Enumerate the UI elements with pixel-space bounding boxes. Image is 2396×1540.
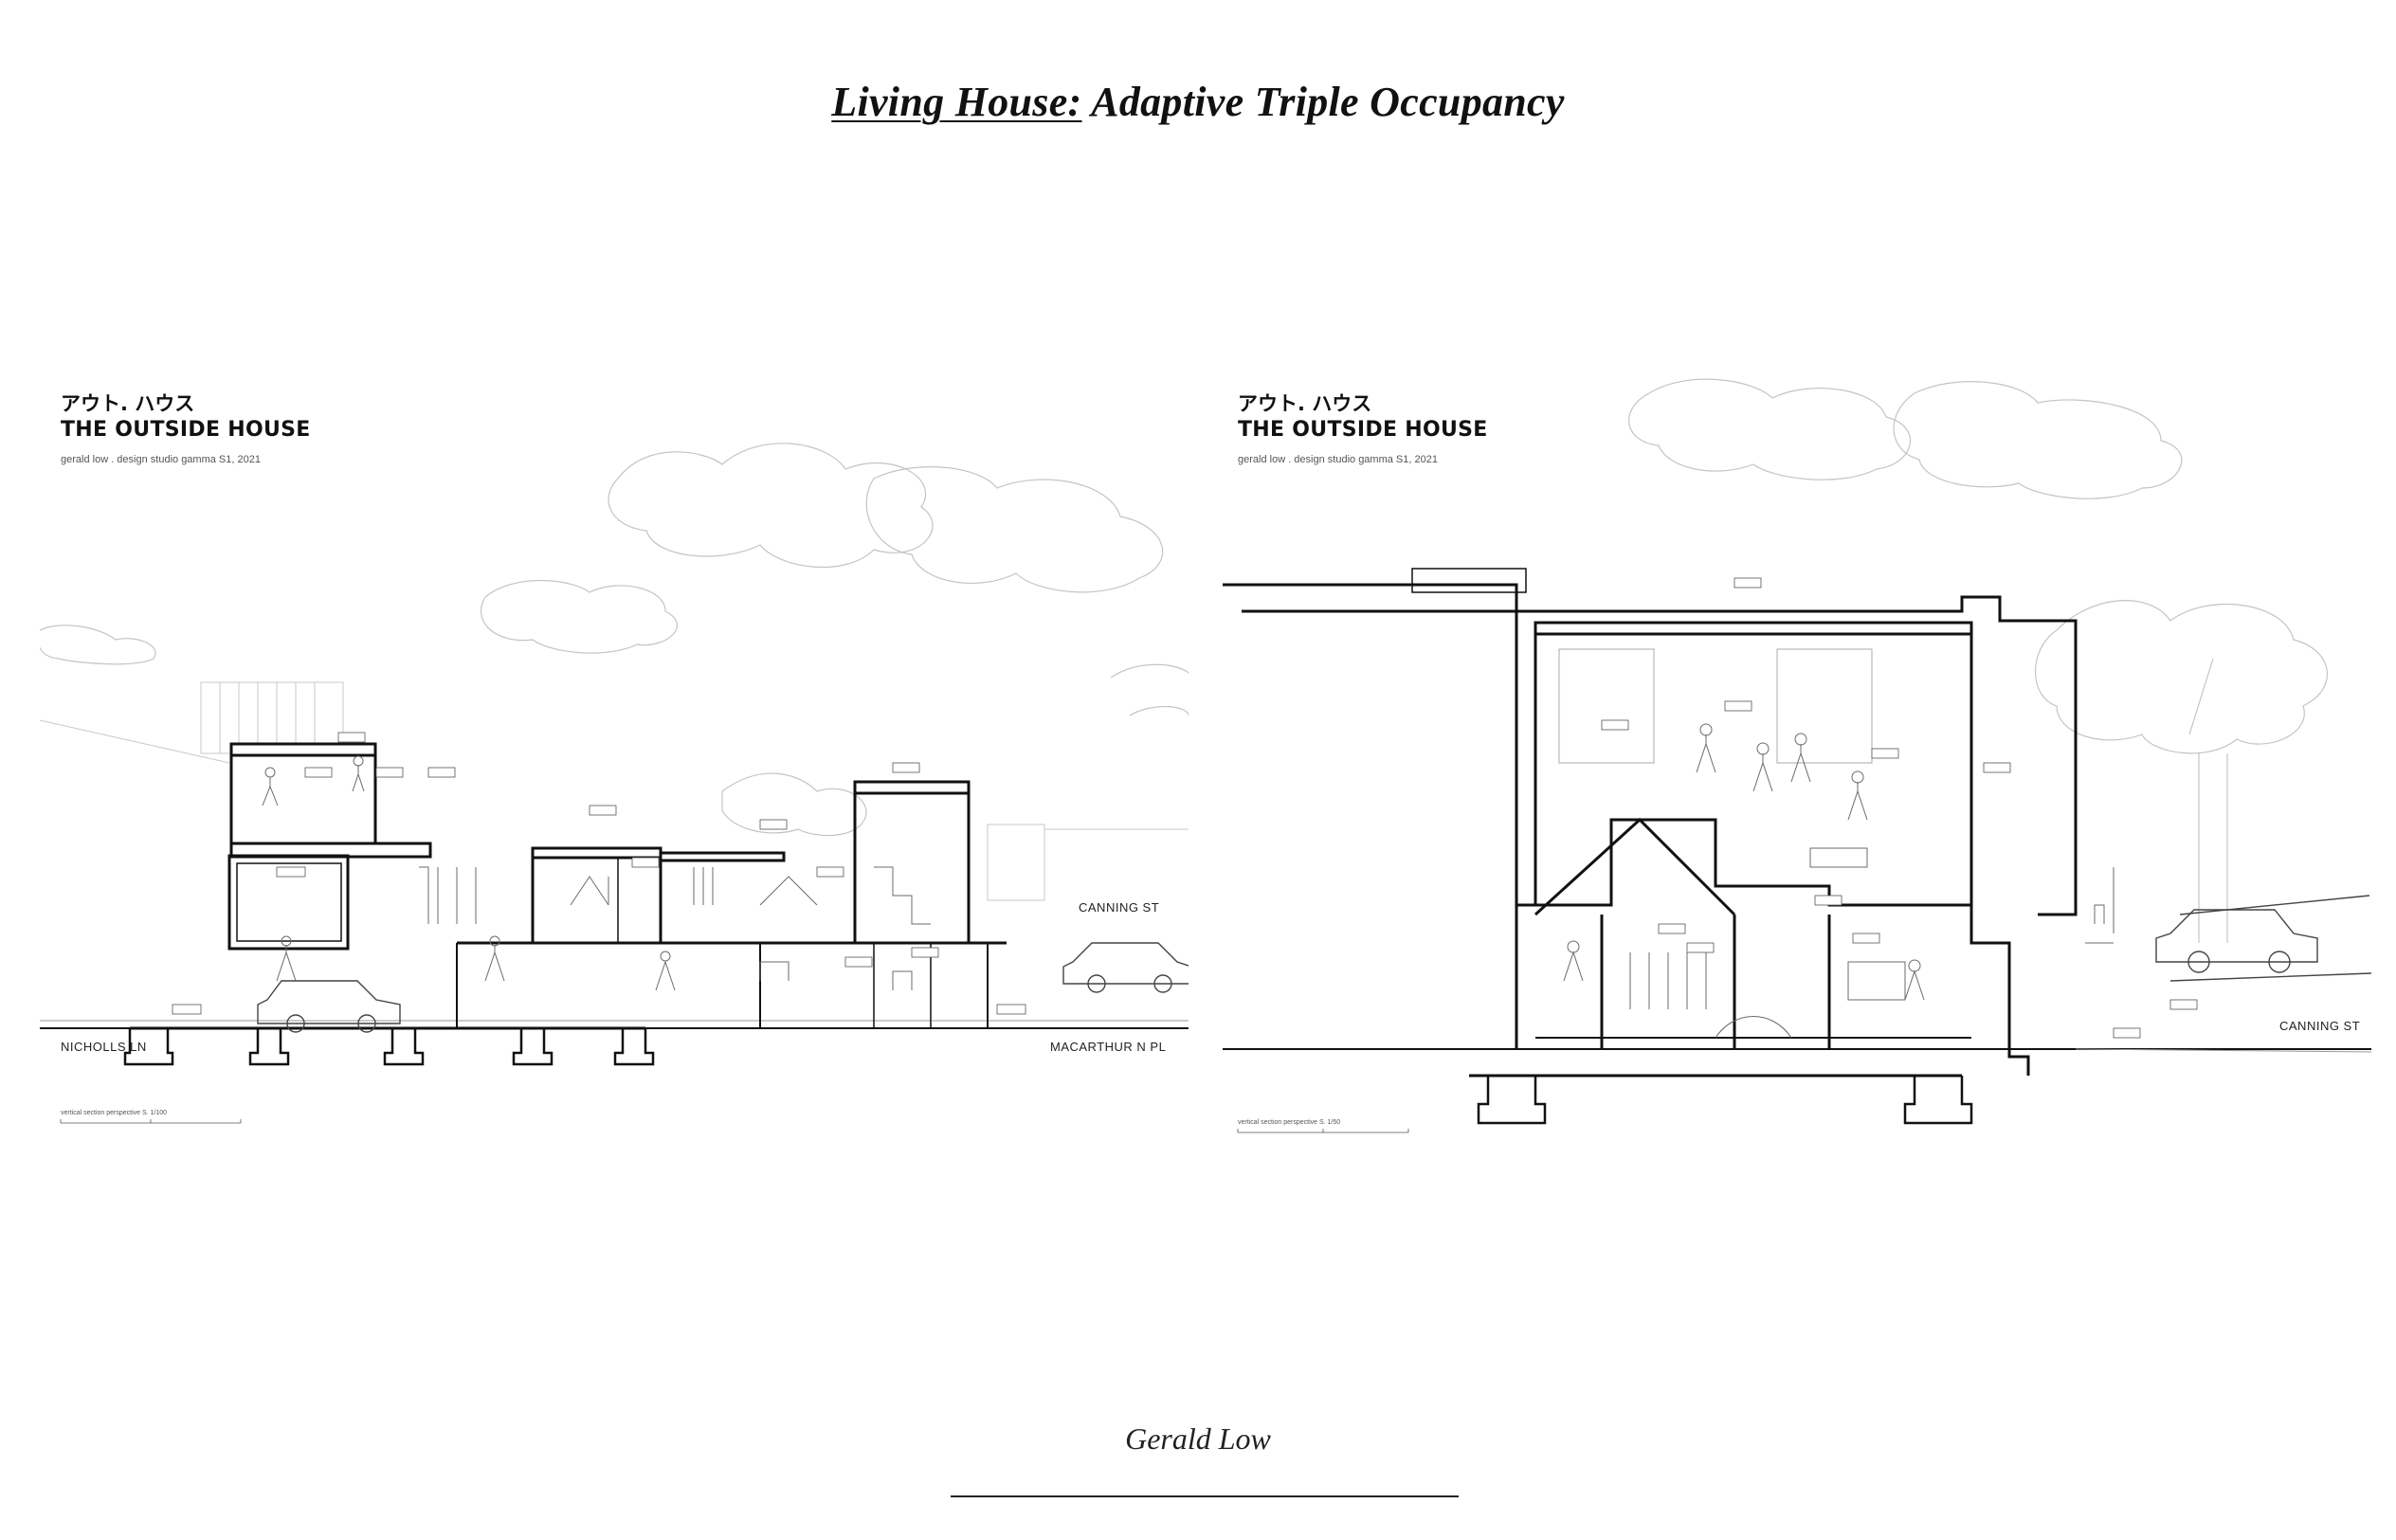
street-label-canning: CANNING ST <box>2279 1019 2361 1033</box>
panel-header: アウト. ハウス THE OUTSIDE HOUSE gerald low . … <box>1238 391 1488 465</box>
title-underlined: Living House: <box>831 79 1082 125</box>
title-rest: Adaptive Triple Occupancy <box>1081 79 1565 125</box>
scale-note: vertical section perspective S. 1/100 <box>61 1110 168 1116</box>
author-signature: Gerald Low <box>1125 1422 1271 1456</box>
japanese-title: アウト. ハウス <box>1238 392 1372 415</box>
section-drawing-1-50: アウト. ハウス THE OUTSIDE HOUSE gerald low . … <box>1223 374 2371 1161</box>
street-label-nicholls: NICHOLLS LN <box>61 1040 147 1054</box>
signature-rule <box>951 1495 1459 1497</box>
panel-heading: THE OUTSIDE HOUSE <box>1238 418 1488 442</box>
scale-note: vertical section perspective S. 1/50 <box>1238 1119 1341 1126</box>
section-drawing-1-100: アウト. ハウス THE OUTSIDE HOUSE gerald low . … <box>40 374 1189 1161</box>
section-1-50-linework <box>1223 378 2371 1133</box>
page-title: Living House: Adaptive Triple Occupancy <box>0 78 2396 126</box>
street-label-canning: CANNING ST <box>1079 900 1160 915</box>
street-label-macarthur: MACARTHUR N PL <box>1050 1040 1167 1054</box>
panel-header: アウト. ハウス THE OUTSIDE HOUSE gerald low . … <box>61 391 311 465</box>
japanese-title: アウト. ハウス <box>61 392 195 415</box>
panel-credit: gerald low . design studio gamma S1, 202… <box>61 454 261 465</box>
panel-heading: THE OUTSIDE HOUSE <box>61 418 311 442</box>
section-1-100-linework <box>40 443 1189 1124</box>
panel-credit: gerald low . design studio gamma S1, 202… <box>1238 454 1438 465</box>
